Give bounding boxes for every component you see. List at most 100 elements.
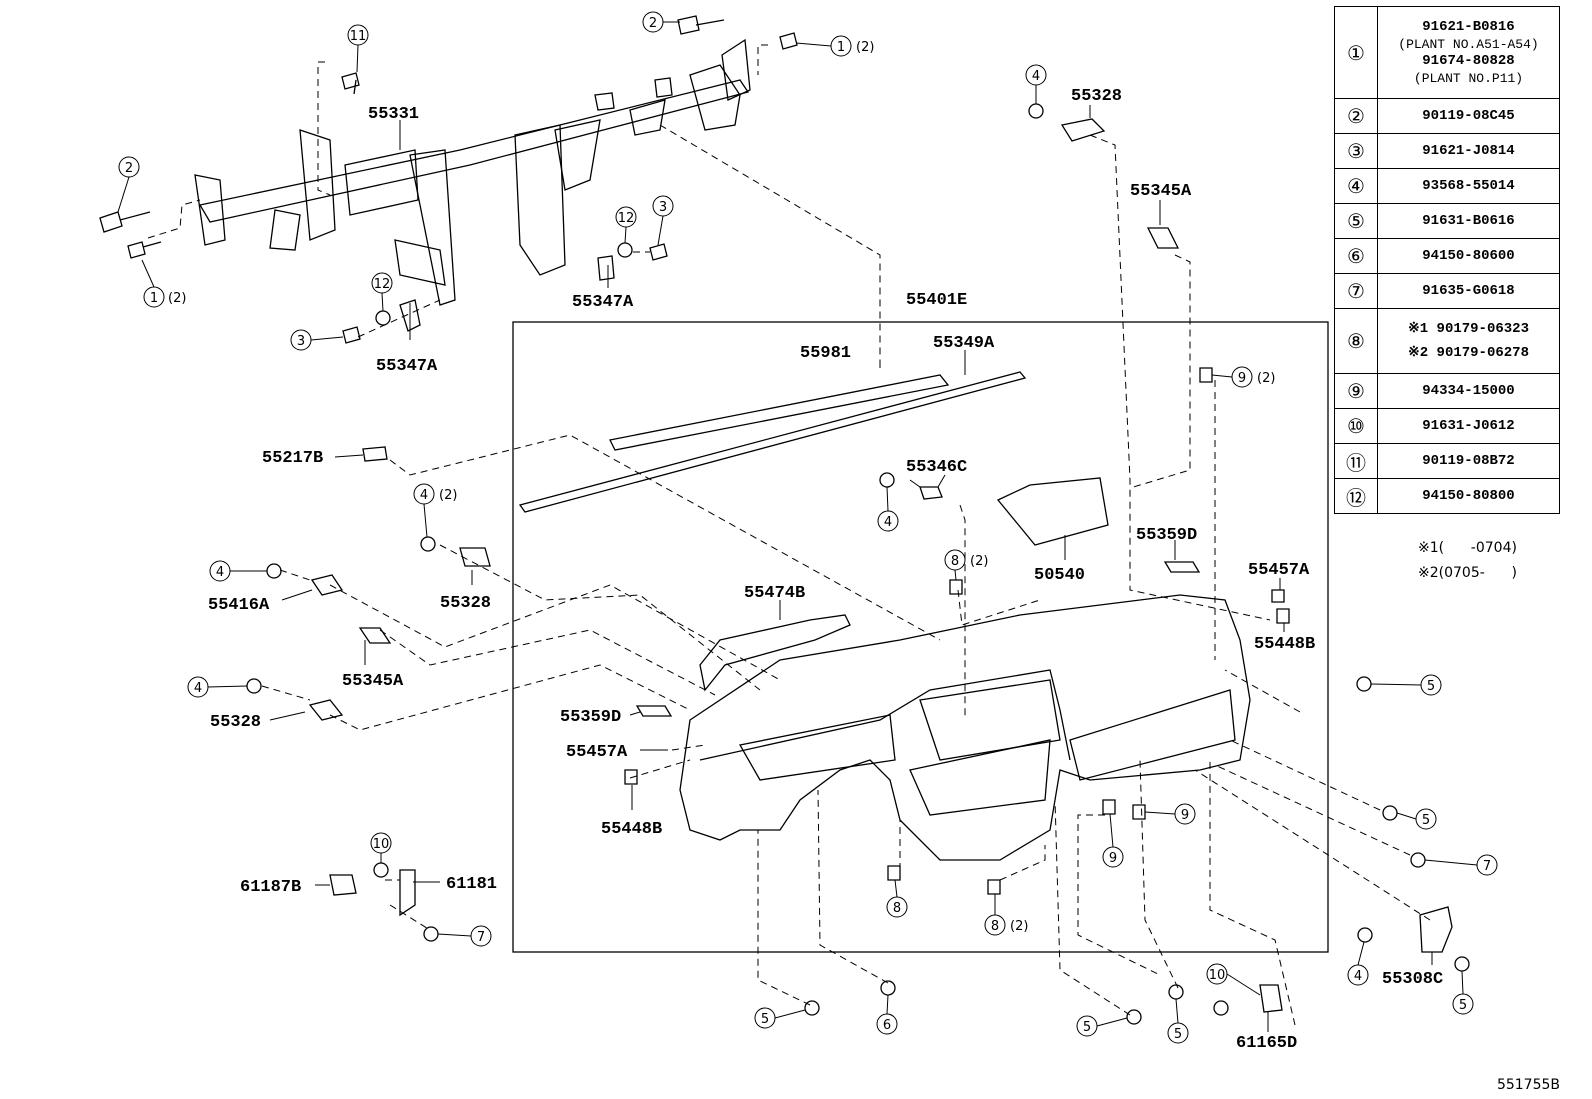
callout-3: 3 xyxy=(290,329,312,351)
legend-value: 91631-B0616 xyxy=(1377,203,1560,239)
legend-row: ① 91621-B0816 (PLANT NO.A51-A54) 91674-8… xyxy=(1334,6,1560,99)
label-55345A: 55345A xyxy=(342,672,404,691)
instrument-panel-pad[interactable] xyxy=(679,594,1251,861)
callout-5: 5 xyxy=(1076,1015,1098,1037)
svg-text:3: 3 xyxy=(659,200,667,215)
legend-value: 90119-08B72 xyxy=(1377,443,1560,479)
bracket-55474B[interactable] xyxy=(699,614,851,692)
glove-box-door[interactable] xyxy=(996,477,1109,546)
legend-key: ④ xyxy=(1334,168,1378,204)
label-55981: 55981 xyxy=(800,344,851,363)
svg-text:1: 1 xyxy=(150,291,158,306)
legend-line: ※1 90179-06323 xyxy=(1408,321,1529,337)
legend-value: ※1 90179-06323 ※2 90179-06278 xyxy=(1377,308,1560,374)
legend-note: ※2(0705- ) xyxy=(1418,565,1517,581)
callout-4: 4 xyxy=(209,560,231,582)
label-55345A: 55345A xyxy=(1130,182,1192,201)
legend-line: (PLANT NO.A51-A54) xyxy=(1398,36,1539,52)
callout-6: 6 xyxy=(876,1013,898,1035)
callout-4: 4 xyxy=(1347,964,1369,986)
legend-key: ② xyxy=(1334,98,1378,134)
callout-5: 5 xyxy=(1420,674,1442,696)
svg-text:(2): (2) xyxy=(439,488,457,503)
leader-lines xyxy=(147,44,1431,1026)
callout-9: 9 xyxy=(1174,803,1196,825)
fastener-legend-table: ① 91621-B0816 (PLANT NO.A51-A54) 91674-8… xyxy=(1334,6,1560,514)
callout-10: 10 xyxy=(1206,963,1228,985)
callout-5: 5 xyxy=(1452,993,1474,1015)
label-55328: 55328 xyxy=(440,594,491,613)
svg-text:4: 4 xyxy=(194,681,202,696)
svg-text:11: 11 xyxy=(350,29,367,44)
clip-55457A xyxy=(1271,589,1285,603)
legend-value: 93568-55014 xyxy=(1377,168,1560,204)
legend-value: 91621-B0816 (PLANT NO.A51-A54) 91674-808… xyxy=(1377,6,1560,99)
label-55416A: 55416A xyxy=(208,596,270,615)
legend-line: ※2 90179-06278 xyxy=(1408,345,1529,361)
svg-text:4: 4 xyxy=(1354,969,1362,984)
callout-4: 4(2) xyxy=(413,483,457,505)
callout-8: 8 xyxy=(886,896,908,918)
callout-1: 1(2) xyxy=(830,35,874,57)
svg-text:5: 5 xyxy=(1174,1027,1182,1042)
svg-text:3: 3 xyxy=(297,334,305,349)
label-55217B: 55217B xyxy=(262,449,323,468)
label-55448B: 55448B xyxy=(1254,635,1315,654)
callout-5: 5 xyxy=(1415,808,1437,830)
legend-row: ⑧ ※1 90179-06323 ※2 90179-06278 xyxy=(1334,308,1560,374)
defroster-nozzle[interactable] xyxy=(518,371,1027,513)
legend-key: ⑥ xyxy=(1334,238,1378,274)
svg-text:7: 7 xyxy=(1483,859,1491,874)
legend-value: 91631-J0612 xyxy=(1377,408,1560,444)
svg-text:8: 8 xyxy=(951,554,959,569)
svg-text:4: 4 xyxy=(1032,69,1040,84)
legend-key: ③ xyxy=(1334,133,1378,169)
pad-55359D-right xyxy=(1163,561,1201,573)
svg-text:10: 10 xyxy=(373,837,390,852)
svg-text:5: 5 xyxy=(1427,679,1435,694)
callout-11: 11 xyxy=(347,24,369,46)
callout-3: 3 xyxy=(652,195,674,217)
svg-text:(2): (2) xyxy=(1257,371,1275,386)
svg-text:(2): (2) xyxy=(1010,919,1028,934)
legend-key: ⑧ xyxy=(1334,308,1378,374)
legend-key: ① xyxy=(1334,6,1378,99)
legend-line: 91674-80828 xyxy=(1422,52,1515,69)
svg-text:12: 12 xyxy=(374,277,391,292)
legend-key: ⑫ xyxy=(1334,478,1378,514)
legend-key: ⑪ xyxy=(1334,443,1378,479)
callout-10: 10 xyxy=(370,832,392,854)
screw-icon xyxy=(246,103,1470,1025)
svg-text:(2): (2) xyxy=(856,40,874,55)
callout-4: 4 xyxy=(1025,64,1047,86)
label-55328: 55328 xyxy=(1071,87,1122,106)
label-55308C: 55308C xyxy=(1382,970,1443,989)
label-61181: 61181 xyxy=(446,875,497,894)
callout-7: 7 xyxy=(470,925,492,947)
svg-text:10: 10 xyxy=(1209,968,1226,983)
svg-text:9: 9 xyxy=(1109,851,1117,866)
legend-line: 91621-B0816 xyxy=(1422,18,1515,35)
pad-55359D-left xyxy=(635,705,673,717)
svg-text:2: 2 xyxy=(649,16,657,31)
svg-text:9: 9 xyxy=(1181,808,1189,823)
callout-4: 4 xyxy=(877,510,899,532)
callout-9: 9(2) xyxy=(1231,366,1275,388)
callout-8: 8 (2) xyxy=(944,549,988,571)
svg-text:(2): (2) xyxy=(970,554,988,569)
legend-value: 94334-15000 xyxy=(1377,373,1560,409)
callout-9: 9 xyxy=(1102,846,1124,868)
figure-id: 551755B xyxy=(1496,1077,1560,1093)
callout-8: 8(2) xyxy=(984,914,1028,936)
label-55328: 55328 xyxy=(210,713,261,732)
svg-text:5: 5 xyxy=(1459,998,1467,1013)
label-55359D: 55359D xyxy=(1136,526,1197,545)
bolt-icon xyxy=(99,15,798,344)
instrument-panel-reinforcement[interactable] xyxy=(194,38,751,306)
